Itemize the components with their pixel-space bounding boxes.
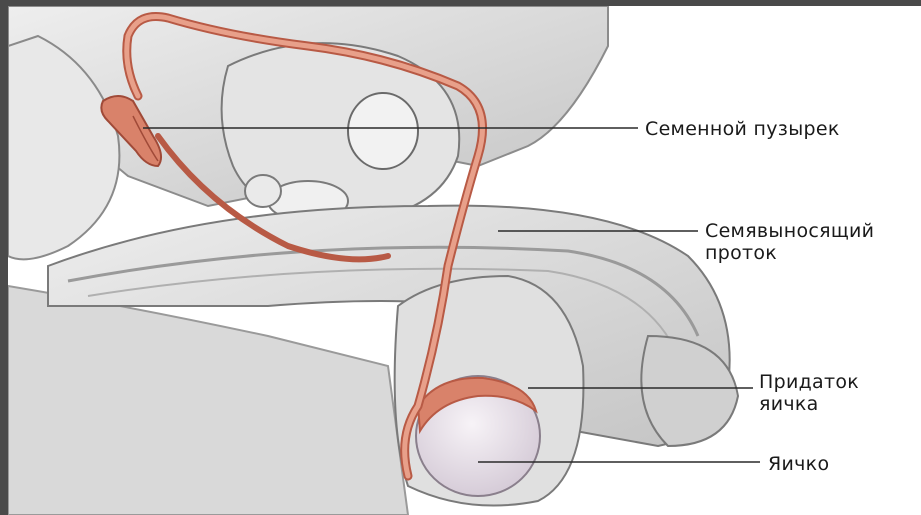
label-seminal-vesicle-text: Семенной пузырек [645,118,840,140]
label-testis: Яичко [768,453,829,475]
label-vas-deferens: Семявыносящий проток [705,220,874,264]
anatomy-illustration: Семенной пузырек Семявыносящий проток Пр… [8,6,921,515]
label-vas-deferens-line1: Семявыносящий [705,220,874,242]
label-epididymis-line2: яичка [759,393,859,415]
label-epididymis-line1: Придаток [759,371,859,393]
label-testis-text: Яичко [768,453,829,475]
label-seminal-vesicle: Семенной пузырек [645,118,840,140]
pubic-bone [348,93,418,169]
thigh-tissue [8,286,408,515]
label-vas-deferens-line2: проток [705,242,874,264]
label-epididymis: Придаток яичка [759,371,859,415]
